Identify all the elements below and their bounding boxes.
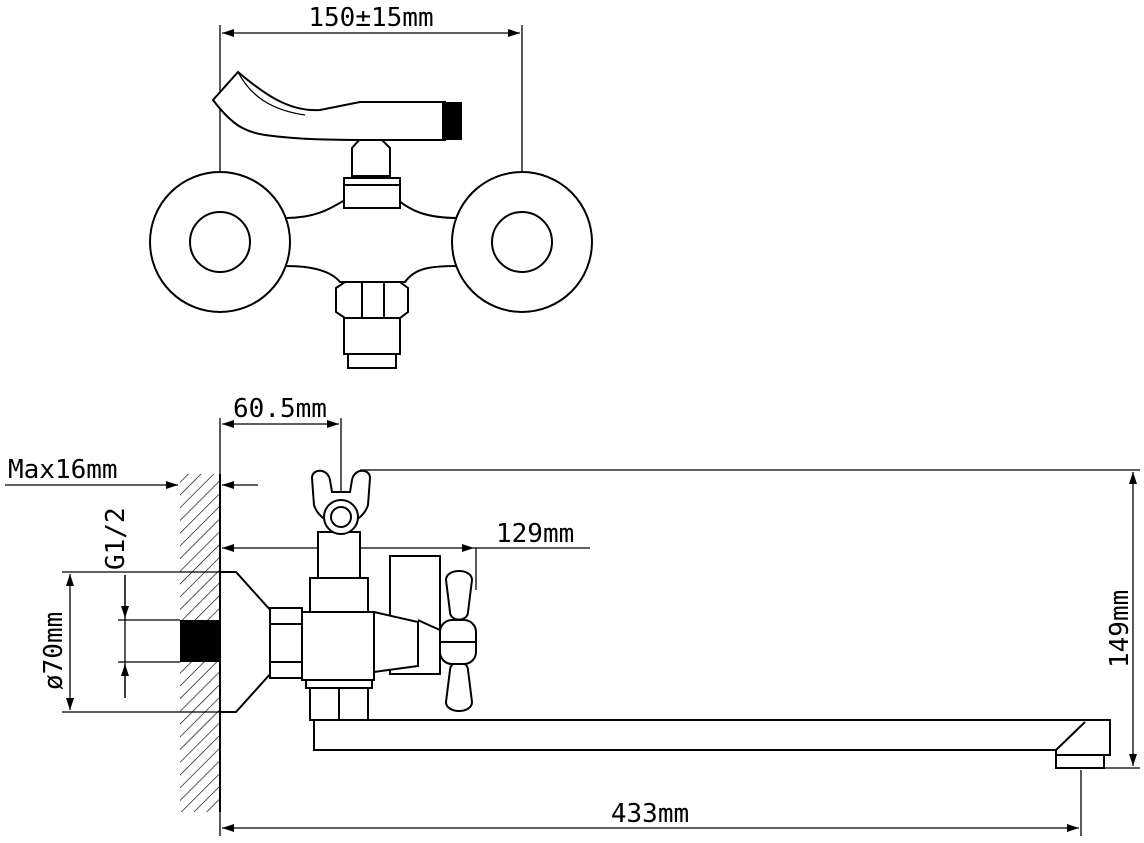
spout xyxy=(313,719,1111,769)
dimension-label-center-distance: 150±15mm xyxy=(308,3,433,33)
front-body xyxy=(285,199,459,283)
front-bottom-nut xyxy=(335,281,409,369)
dimension-handle-offset: 60.5mm xyxy=(219,394,342,510)
dimension-total-height: 149mm xyxy=(360,469,1140,769)
wall-flange xyxy=(219,571,273,713)
cross-handle xyxy=(439,570,477,712)
inlet-thread xyxy=(180,620,220,662)
right-rosette xyxy=(451,171,593,313)
side-view: Max16mm 60.5mm 129mm G1/2 xyxy=(5,394,1140,836)
dimension-thread-size: G1/2 xyxy=(101,507,180,698)
union-nut xyxy=(269,607,303,679)
dimension-label-wall-thickness: Max16mm xyxy=(8,455,118,485)
dimension-spout-length: 433mm xyxy=(219,770,1082,836)
dimension-wall-thickness: Max16mm xyxy=(5,455,258,489)
dimension-label-spout-length: 433mm xyxy=(611,799,689,829)
left-rosette xyxy=(149,171,291,313)
dimension-label-body-depth: 129mm xyxy=(496,519,574,549)
side-body xyxy=(301,611,375,681)
side-bottom-nut xyxy=(305,679,373,721)
body-neck xyxy=(309,577,369,613)
diverter-lever xyxy=(373,555,441,675)
diverter-handle xyxy=(211,70,462,209)
dimension-label-handle-offset: 60.5mm xyxy=(233,394,327,424)
dimension-label-flange-diameter: ø70mm xyxy=(39,612,69,690)
dimension-flange-diameter: ø70mm xyxy=(39,571,235,713)
dimension-center-distance: 150±15mm xyxy=(219,3,523,248)
dimension-body-depth: 129mm xyxy=(222,519,590,590)
dimension-label-thread-size: G1/2 xyxy=(101,507,131,570)
front-view: 150±15mm xyxy=(149,3,593,369)
shower-outlet xyxy=(310,469,372,579)
dimension-label-total-height: 149mm xyxy=(1105,590,1135,668)
